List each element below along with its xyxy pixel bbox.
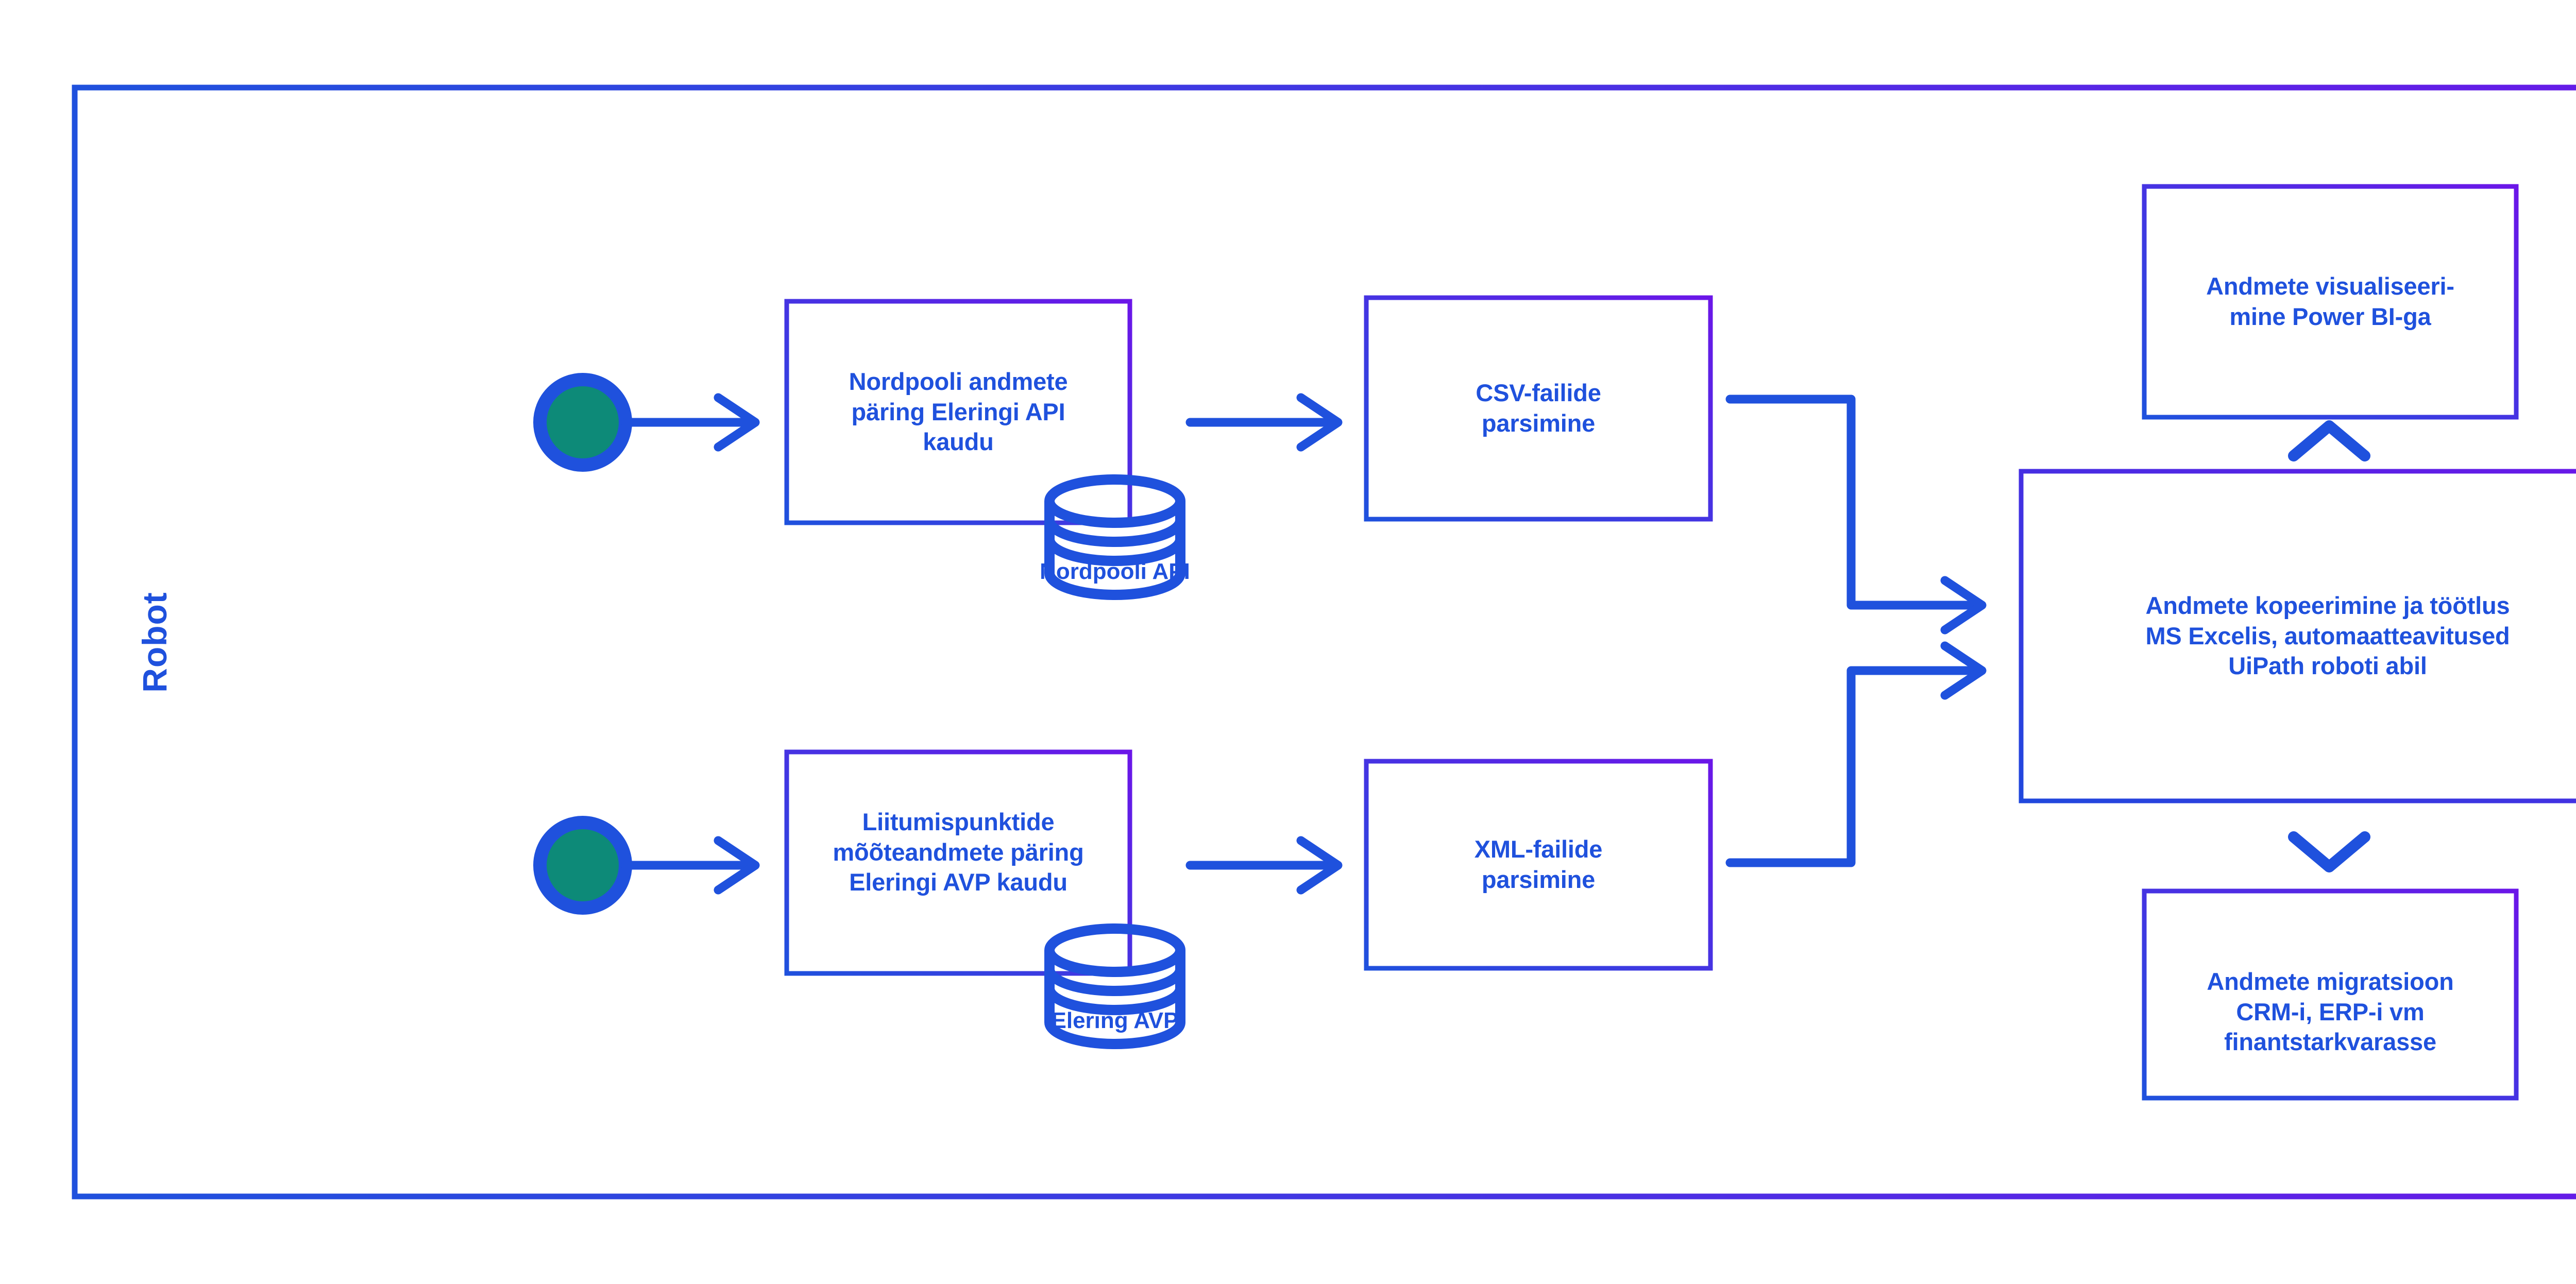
task-csv-box[interactable]: [1364, 295, 1713, 522]
task-powerbi-box[interactable]: [2142, 184, 2519, 420]
lane-title-robot: Robot: [135, 591, 174, 693]
connector-csv-to-excel: [1725, 395, 1987, 635]
task-nordpool-box[interactable]: [784, 299, 1132, 525]
connector-nordpool-to-csv: [1185, 393, 1343, 452]
connector-xml-to-excel: [1725, 641, 1987, 867]
task-excel-box[interactable]: [2019, 469, 2576, 803]
task-xml-box[interactable]: [1364, 759, 1713, 971]
lane-title-wrapper: Robot: [75, 88, 234, 1196]
connector-avp-to-xml: [1185, 836, 1343, 895]
connector-start-bottom-to-avp: [621, 836, 760, 895]
pool-container: [72, 84, 2576, 1200]
task-avp-box[interactable]: [784, 749, 1132, 976]
start-event-bottom[interactable]: [533, 816, 632, 915]
connector-start-top-to-nordpool: [621, 393, 760, 452]
pool-border: [72, 84, 2576, 1200]
store-nordpool-cylinder: [1044, 474, 1185, 600]
store-avp-cylinder: [1044, 923, 1185, 1049]
store-nordpool-label: Nordpooli API: [1040, 559, 1190, 584]
store-avp-label: Elering AVP: [1051, 1008, 1179, 1033]
start-event-top[interactable]: [533, 373, 632, 472]
connector-excel-to-powerbi: [2288, 420, 2370, 461]
task-migration-box[interactable]: [2142, 888, 2519, 1101]
connector-excel-to-migration: [2288, 831, 2370, 872]
